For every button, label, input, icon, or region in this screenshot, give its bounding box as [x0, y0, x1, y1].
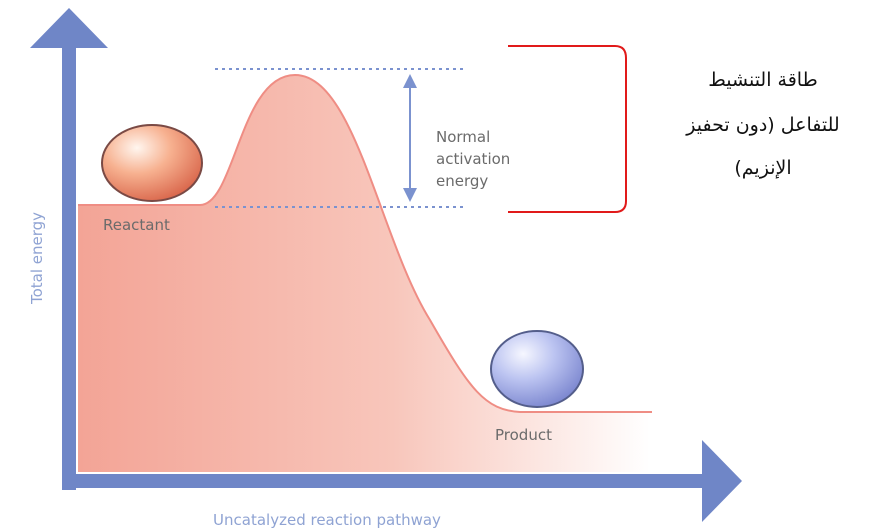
annotation-line-2: للتفاعل (دون تحفيز [685, 114, 839, 136]
activation-arrow-top-head [403, 74, 417, 88]
product-label: Product [495, 426, 552, 444]
activation-label-line-2: activation [436, 150, 510, 168]
y-axis-label: Total energy [28, 212, 46, 305]
energy-area [78, 75, 650, 472]
product-ball [490, 330, 584, 408]
x-axis-arrowhead [702, 440, 742, 522]
activation-arrow-bottom-head [403, 188, 417, 202]
activation-label-line-3: energy [436, 172, 488, 190]
x-axis [62, 474, 712, 488]
y-axis [62, 40, 76, 490]
annotation-line-1: طاقة التنشيط [708, 69, 817, 91]
reactant-ball [101, 124, 203, 202]
reactant-label: Reactant [103, 216, 170, 234]
annotation-line-3: الإنزيم) [734, 157, 791, 179]
x-axis-label: Uncatalyzed reaction pathway [213, 511, 441, 529]
energy-curve [78, 73, 652, 413]
activation-label-line-1: Normal [436, 128, 490, 146]
red-bracket [508, 45, 627, 213]
y-axis-arrowhead [30, 8, 108, 48]
